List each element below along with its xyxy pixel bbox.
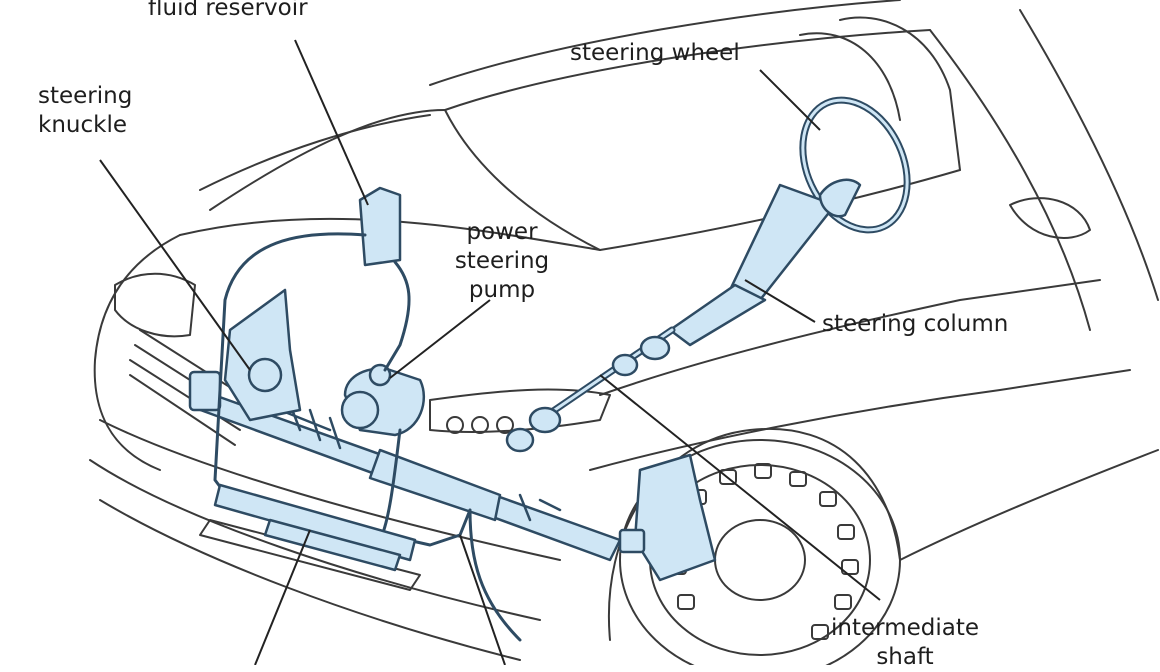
door-line [929,29,1091,331]
lamp-2 [471,416,489,434]
fluid-cooler [213,483,417,562]
hood-top [209,109,446,211]
leader-steering-knuckle [99,159,251,371]
lamp-3 [496,416,514,434]
leader-pump [389,299,491,379]
label-steering-wheel: steering wheel [570,40,740,66]
front-fascia [93,234,181,471]
side-mirror [1009,197,1091,239]
headlight-right [429,388,611,433]
lamp-1 [446,416,464,434]
label-intermediate-line1: intermediate [831,615,979,641]
steering-knuckle-shape [223,288,302,422]
leader-cooler [254,529,311,665]
label-steering-knuckle-line1: steering [38,83,133,109]
label-steering-column: steering column [822,311,1009,337]
wheel-arch [607,427,901,641]
seat-back-2 [799,32,901,121]
bumper-lower [89,459,541,621]
fender [599,279,1101,396]
label-pump-line1: power [466,219,538,245]
steering-column-shape [728,183,837,302]
leader-fluid-reservoir [294,39,369,206]
label-pump-line2: steering [454,248,550,274]
door-rear [1019,9,1159,301]
leader-rack [459,534,506,665]
label-steering-knuckle-line2: knuckle [38,112,127,138]
leader-intermediate-shaft [599,374,881,601]
seat-back [839,16,961,171]
roof-line [429,0,901,86]
steering-system [188,96,911,642]
leader-lines [99,39,881,665]
label-fluid-reservoir: fluid reservoir [148,0,308,21]
rocker [899,449,1159,561]
hood-crease [199,114,431,191]
label-intermediate-line2: shaft [876,644,934,670]
a-pillar [444,109,601,251]
headlight-left [114,272,196,338]
bumper-upper [99,419,561,561]
label-pump-line3: pump [468,277,536,303]
leader-steering-column [744,279,816,323]
windshield-lower [444,29,931,111]
fluid-reservoir-shape [358,186,402,267]
leader-steering-wheel [759,69,821,131]
hoses [213,232,522,642]
car-body [89,0,1159,661]
fender-line [589,369,1131,471]
